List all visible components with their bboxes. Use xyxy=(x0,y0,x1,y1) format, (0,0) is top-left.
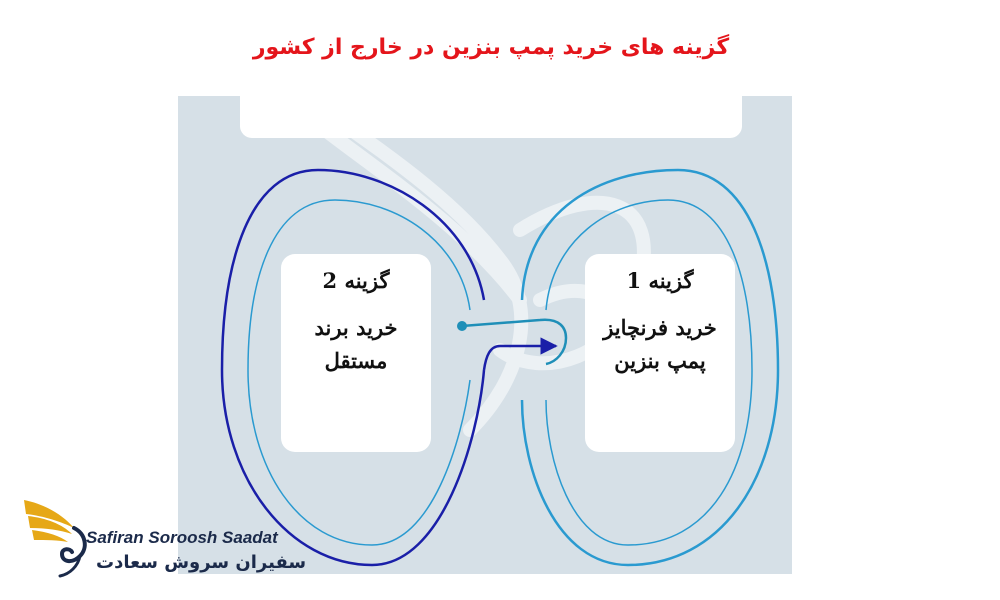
diagram-title: گزینه های خرید پمپ بنزین در خارج از کشور xyxy=(252,35,730,60)
company-logo: Safiran Soroosh Saadat سفیران سروش سعادت xyxy=(22,492,306,582)
option-1-description: خرید فرنچایز پمپ بنزین xyxy=(603,315,717,373)
option-2-box: گزینه 2 خرید برند مستقل xyxy=(281,254,431,452)
option-2-label: گزینه 2 xyxy=(322,268,390,293)
left-outer-loop xyxy=(220,168,486,567)
logo-latin-text: Safiran Soroosh Saadat xyxy=(86,528,278,547)
logo-farsi-text: سفیران سروش سعادت xyxy=(96,552,307,573)
right-outer-loop xyxy=(520,168,780,567)
bird-wing-icon xyxy=(24,500,87,578)
right-inner-loop xyxy=(545,199,753,546)
connector-arrow xyxy=(482,337,558,371)
option-2-description: خرید برند مستقل xyxy=(314,315,398,373)
connector-line xyxy=(461,318,568,366)
option-1-label: گزینه 1 xyxy=(626,268,694,293)
left-inner-loop xyxy=(247,199,471,546)
option-1-box: گزینه 1 خرید فرنچایز پمپ بنزین xyxy=(585,254,735,452)
